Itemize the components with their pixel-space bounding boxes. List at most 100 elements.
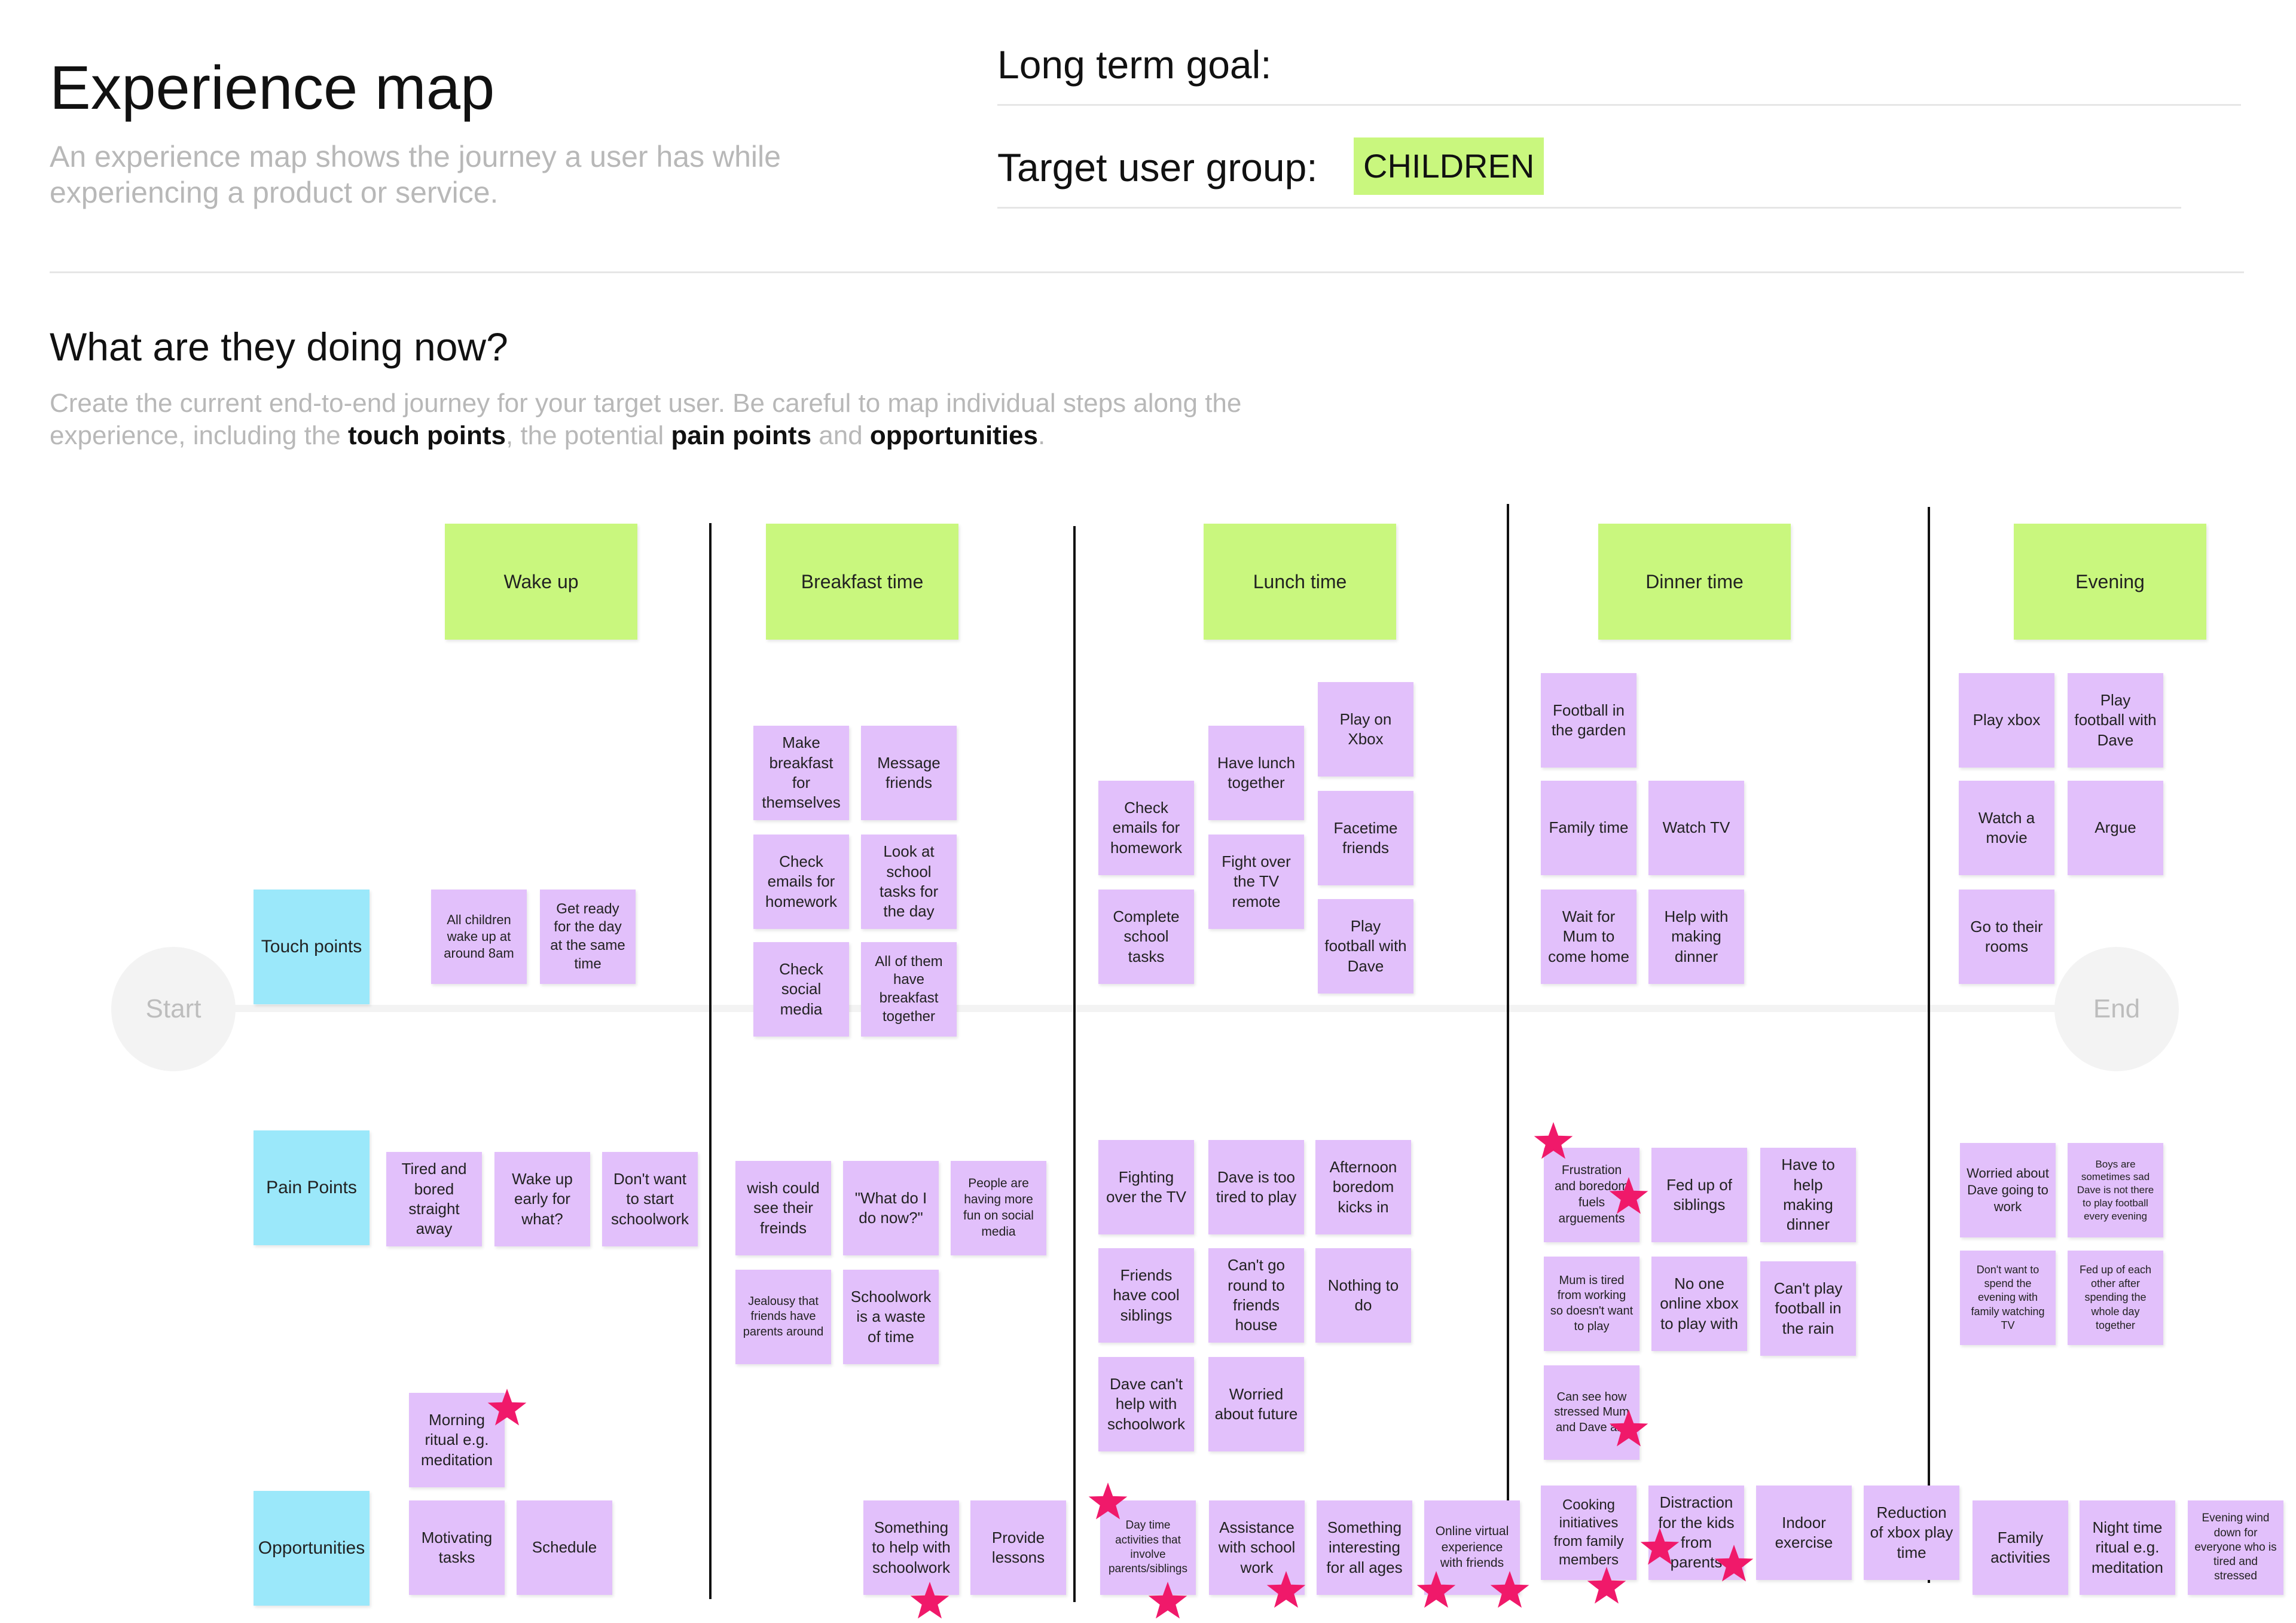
sticky-note-breakfast-opportunities-1: Something to help with schoolwork: [863, 1500, 959, 1595]
phase-breakfast-time: Breakfast time: [766, 524, 958, 640]
page-title: Experience map: [50, 53, 495, 122]
sticky-note-dinner-touch-3: Watch TV: [1648, 781, 1744, 875]
sticky-note-evening-touch-3: Watch a movie: [1959, 781, 2054, 875]
vote-star-icon: [1148, 1582, 1187, 1619]
sticky-note-dinner-pain-7: Can see how stressed Mum and Dave are: [1544, 1365, 1639, 1460]
sticky-note-lunch-pain-2: Dave is too tired to play: [1208, 1140, 1304, 1234]
phase-divider-2: [1073, 526, 1076, 1602]
sticky-note-dinner-opportunities-1: Cooking initiatives from family members: [1541, 1486, 1636, 1580]
phase-divider-1: [709, 523, 712, 1599]
vote-star-icon: [487, 1389, 527, 1426]
sticky-note-lunch-touch-4: Facetime friends: [1318, 791, 1413, 885]
sticky-note-dinner-pain-1: Frustration and boredom fuels arguements: [1544, 1148, 1639, 1242]
sticky-note-lunch-pain-1: Fighting over the TV: [1098, 1140, 1194, 1234]
sticky-note-breakfast-pain-5: Schoolwork is a waste of time: [843, 1270, 939, 1364]
sticky-note-dinner-touch-2: Family time: [1541, 781, 1636, 875]
journey-timeline: [179, 1005, 2152, 1012]
sticky-note-evening-touch-1: Play xbox: [1959, 673, 2054, 768]
row-label-touch-points: Touch points: [254, 890, 370, 1004]
sticky-note-evening-pain-1: Worried about Dave going to work: [1960, 1143, 2056, 1237]
sticky-note-breakfast-touch-1: Make breakfast for themselves: [753, 726, 849, 820]
sticky-note-dinner-pain-2: Fed up of siblings: [1651, 1148, 1747, 1242]
target-user-group-label: Target user group:: [997, 145, 1318, 189]
vote-star-icon: [1534, 1122, 1573, 1159]
sticky-note-dinner-pain-6: Can't play football in the rain: [1760, 1261, 1856, 1356]
sticky-note-lunch-touch-1: Play on Xbox: [1318, 682, 1413, 777]
vote-star-icon: [1416, 1571, 1456, 1608]
sticky-note-evening-pain-3: Don't want to spend the evening with fam…: [1960, 1251, 2056, 1345]
sticky-note-evening-touch-4: Argue: [2068, 781, 2163, 875]
vote-star-icon: [1587, 1567, 1626, 1604]
phase-dinner-time: Dinner time: [1598, 524, 1791, 640]
sticky-note-wake_up-touch-1: All children wake up at around 8am: [431, 890, 527, 984]
long-term-goal-rule: [997, 104, 2241, 106]
sticky-note-lunch-pain-7: Dave can't help with schoolwork: [1098, 1357, 1194, 1451]
sticky-note-dinner-opportunities-2: Distraction for the kids from parents: [1648, 1486, 1744, 1580]
sticky-note-lunch-touch-5: Fight over the TV remote: [1208, 835, 1304, 929]
phase-wake-up: Wake up: [445, 524, 637, 640]
header-divider: [50, 271, 2244, 273]
sticky-note-lunch-pain-5: Can't go round to friends house: [1208, 1248, 1304, 1343]
sticky-note-breakfast-opportunities-2: Provide lessons: [970, 1500, 1066, 1595]
sticky-note-wake_up-pain-1: Tired and bored straight away: [386, 1152, 482, 1246]
long-term-goal-label: Long term goal:: [997, 42, 1272, 87]
sticky-note-evening-opportunities-3: Evening wind down for everyone who is ti…: [2188, 1500, 2283, 1595]
sticky-note-dinner-touch-1: Football in the garden: [1541, 673, 1636, 768]
sticky-note-breakfast-touch-4: Look at school tasks for the day: [861, 835, 957, 929]
opportunities-keyword: opportunities: [869, 421, 1039, 450]
sticky-note-dinner-touch-5: Help with making dinner: [1648, 890, 1744, 984]
pain-points-keyword: pain points: [671, 421, 812, 450]
sticky-note-breakfast-touch-5: Check social media: [753, 942, 849, 1037]
sticky-note-wake_up-opportunities-1: Morning ritual e.g. meditation: [409, 1393, 505, 1487]
sticky-note-wake_up-pain-2: Wake up early for what?: [494, 1152, 590, 1246]
sticky-note-wake_up-pain-3: Don't want to start schoolwork: [602, 1152, 698, 1246]
sticky-note-breakfast-touch-6: All of them have breakfast together: [861, 942, 957, 1037]
sticky-note-breakfast-touch-3: Check emails for homework: [753, 835, 849, 929]
vote-star-icon: [910, 1582, 949, 1619]
sticky-note-lunch-opportunities-3: Something interesting for all ages: [1317, 1500, 1412, 1595]
phase-divider-3: [1507, 504, 1509, 1580]
section-instructions: Create the current end-to-end journey fo…: [50, 389, 1242, 450]
target-user-group-value: CHILDREN: [1354, 137, 1544, 195]
sticky-note-dinner-touch-4: Wait for Mum to come home: [1541, 890, 1636, 984]
vote-star-icon: [1640, 1528, 1680, 1565]
sticky-note-wake_up-opportunities-2: Motivating tasks: [409, 1500, 505, 1595]
vote-star-icon: [1714, 1545, 1754, 1582]
phase-lunch-time: Lunch time: [1204, 524, 1396, 640]
vote-star-icon: [1609, 1177, 1648, 1214]
vote-star-icon: [1088, 1483, 1128, 1520]
sticky-note-dinner-opportunities-3: Indoor exercise: [1756, 1486, 1852, 1580]
sticky-note-dinner-pain-4: Mum is tired from working so doesn't wan…: [1544, 1257, 1639, 1351]
touch-points-keyword: touch points: [348, 421, 506, 450]
page-subtitle: An experience map shows the journey a us…: [50, 140, 781, 209]
section-heading: What are they doing now?: [50, 325, 508, 369]
sticky-note-lunch-pain-3: Afternoon boredom kicks in: [1315, 1140, 1411, 1234]
sticky-note-evening-touch-5: Go to their rooms: [1959, 890, 2054, 984]
sticky-note-evening-opportunities-2: Night time ritual e.g. meditation: [2080, 1500, 2175, 1595]
sticky-note-breakfast-pain-4: Jealousy that friends have parents aroun…: [735, 1270, 831, 1364]
sticky-note-lunch-touch-3: Check emails for homework: [1098, 781, 1194, 875]
sticky-note-dinner-pain-5: No one online xbox to play with: [1651, 1257, 1747, 1351]
sticky-note-evening-pain-4: Fed up of each other after spending the …: [2068, 1251, 2163, 1345]
vote-star-icon: [1490, 1571, 1529, 1608]
sticky-note-evening-opportunities-1: Family activities: [1973, 1500, 2068, 1595]
sticky-note-evening-touch-2: Play football with Dave: [2068, 673, 2163, 768]
sticky-note-dinner-pain-3: Have to help making dinner: [1760, 1148, 1856, 1242]
sticky-note-lunch-pain-8: Worried about future: [1208, 1357, 1304, 1451]
sticky-note-lunch-touch-6: Complete school tasks: [1098, 890, 1194, 984]
phase-divider-4: [1928, 507, 1930, 1583]
sticky-note-lunch-opportunities-4: Online virtual experience with friends: [1424, 1500, 1520, 1595]
row-label-pain-points: Pain Points: [254, 1130, 370, 1245]
row-label-opportunities: Opportunities: [254, 1491, 370, 1606]
sticky-note-lunch-pain-6: Nothing to do: [1315, 1248, 1411, 1343]
start-circle: Start: [111, 947, 236, 1071]
sticky-note-breakfast-touch-2: Message friends: [861, 726, 957, 820]
target-user-group-rule: [997, 207, 2181, 209]
sticky-note-evening-pain-2: Boys are sometimes sad Dave is not there…: [2068, 1143, 2163, 1237]
vote-star-icon: [1609, 1410, 1648, 1447]
phase-evening: Evening: [2014, 524, 2206, 640]
end-circle: End: [2054, 947, 2179, 1071]
sticky-note-breakfast-pain-1: wish could see their freinds: [735, 1161, 831, 1255]
vote-star-icon: [1266, 1571, 1306, 1608]
